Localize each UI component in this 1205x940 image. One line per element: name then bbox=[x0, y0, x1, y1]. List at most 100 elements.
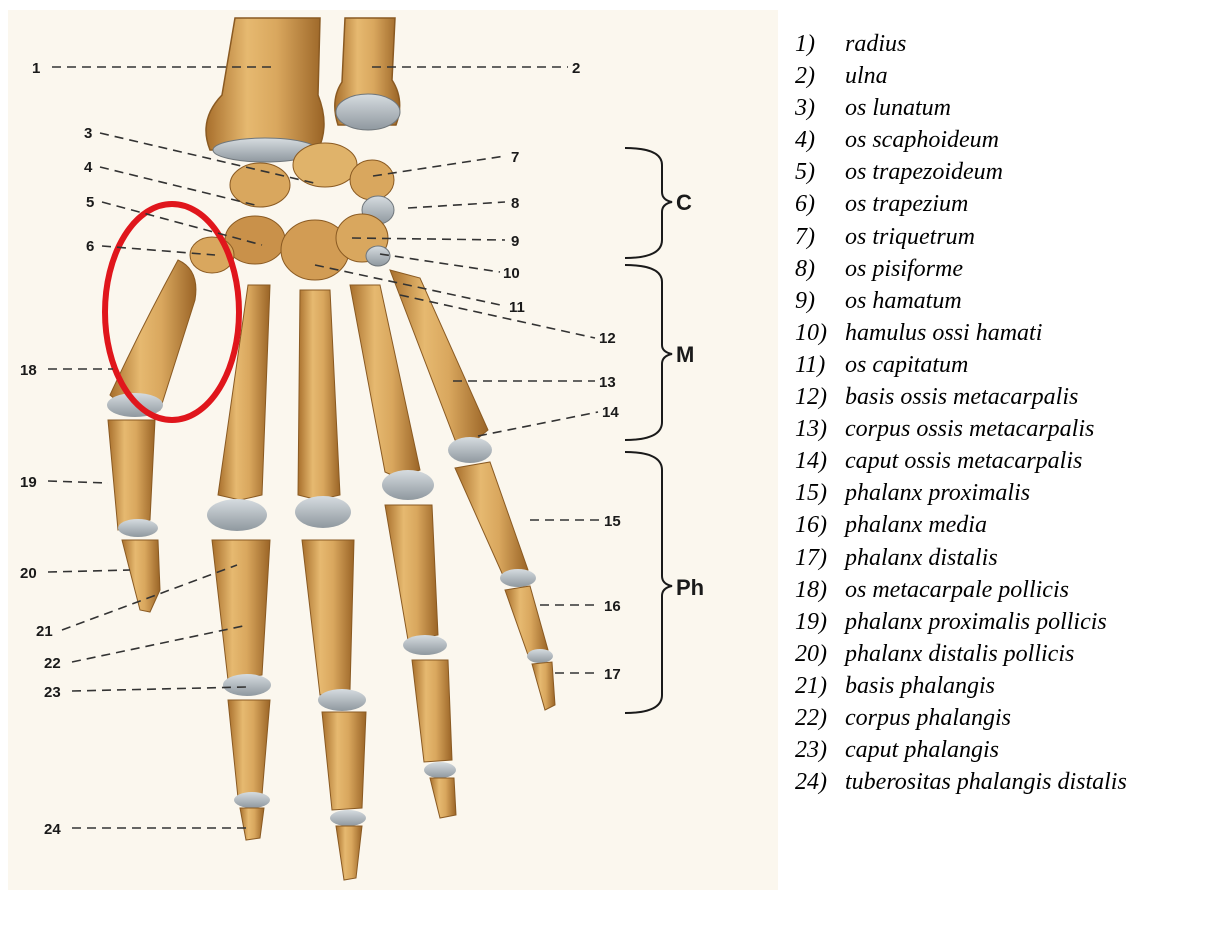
legend-number: 13) bbox=[795, 413, 845, 445]
legend-item: 11)os capitatum bbox=[795, 349, 1200, 381]
callout-13: 13 bbox=[599, 374, 616, 391]
callout-18: 18 bbox=[20, 362, 37, 379]
legend-number: 5) bbox=[795, 156, 845, 188]
ring-dip-cartilage bbox=[424, 762, 456, 778]
legend-text: os capitatum bbox=[845, 349, 1200, 381]
legend-number: 12) bbox=[795, 381, 845, 413]
legend-item: 8)os pisiforme bbox=[795, 253, 1200, 285]
legend-number: 6) bbox=[795, 188, 845, 220]
legend-number: 15) bbox=[795, 477, 845, 509]
legend-text: corpus ossis metacarpalis bbox=[845, 413, 1200, 445]
callout-10: 10 bbox=[503, 265, 520, 282]
index-mcp-cartilage bbox=[207, 499, 267, 531]
legend-item: 21)basis phalangis bbox=[795, 670, 1200, 702]
callout-12: 12 bbox=[599, 330, 616, 347]
callout-1: 1 bbox=[32, 60, 40, 77]
lunate-bone bbox=[293, 143, 357, 187]
middle-pip-cartilage bbox=[318, 689, 366, 711]
thumb-ip-cartilage bbox=[118, 519, 158, 537]
little-mcp-cartilage bbox=[448, 437, 492, 463]
legend-text: phalanx proximalis pollicis bbox=[845, 606, 1200, 638]
legend-item: 22)corpus phalangis bbox=[795, 702, 1200, 734]
little-pip-cartilage bbox=[500, 569, 536, 587]
callout-24: 24 bbox=[44, 821, 61, 838]
legend-text: caput ossis metacarpalis bbox=[845, 445, 1200, 477]
legend-number: 16) bbox=[795, 509, 845, 541]
callout-2: 2 bbox=[572, 60, 580, 77]
legend-number: 20) bbox=[795, 638, 845, 670]
legend-item: 14)caput ossis metacarpalis bbox=[795, 445, 1200, 477]
legend-number: 22) bbox=[795, 702, 845, 734]
legend-number: 17) bbox=[795, 542, 845, 574]
legend-text: os metacarpale pollicis bbox=[845, 574, 1200, 606]
legend-item: 2)ulna bbox=[795, 60, 1200, 92]
legend-number: 3) bbox=[795, 92, 845, 124]
legend-text: phalanx proximalis bbox=[845, 477, 1200, 509]
legend-number: 14) bbox=[795, 445, 845, 477]
legend-number: 1) bbox=[795, 28, 845, 60]
index-pip-cartilage bbox=[223, 674, 271, 696]
callout-11: 11 bbox=[509, 299, 525, 316]
legend-text: os lunatum bbox=[845, 92, 1200, 124]
legend-number: 8) bbox=[795, 253, 845, 285]
legend-number: 7) bbox=[795, 221, 845, 253]
legend-item: 12)basis ossis metacarpalis bbox=[795, 381, 1200, 413]
legend-text: caput phalangis bbox=[845, 734, 1200, 766]
legend-item: 18)os metacarpale pollicis bbox=[795, 574, 1200, 606]
legend-number: 19) bbox=[795, 606, 845, 638]
legend-item: 1)radius bbox=[795, 28, 1200, 60]
legend-item: 3)os lunatum bbox=[795, 92, 1200, 124]
legend-text: radius bbox=[845, 28, 1200, 60]
legend-number: 2) bbox=[795, 60, 845, 92]
ring-mcp-cartilage bbox=[382, 470, 434, 500]
legend-item: 19)phalanx proximalis pollicis bbox=[795, 606, 1200, 638]
legend-text: os triquetrum bbox=[845, 221, 1200, 253]
group-label-c: C bbox=[676, 190, 692, 215]
legend-text: corpus phalangis bbox=[845, 702, 1200, 734]
legend-item: 7)os triquetrum bbox=[795, 221, 1200, 253]
group-label-ph: Ph bbox=[676, 575, 704, 600]
callout-15: 15 bbox=[604, 513, 621, 530]
legend-text: os scaphoideum bbox=[845, 124, 1200, 156]
legend-item: 4)os scaphoideum bbox=[795, 124, 1200, 156]
callout-3: 3 bbox=[84, 125, 92, 142]
legend-text: basis ossis metacarpalis bbox=[845, 381, 1200, 413]
callout-16: 16 bbox=[604, 598, 621, 615]
middle-mcp-cartilage bbox=[295, 496, 351, 528]
legend-text: os trapezium bbox=[845, 188, 1200, 220]
legend-text: basis phalangis bbox=[845, 670, 1200, 702]
legend-number: 24) bbox=[795, 766, 845, 798]
legend-item: 6)os trapezium bbox=[795, 188, 1200, 220]
bone-legend-list: 1)radius 2)ulna 3)os lunatum 4)os scapho… bbox=[795, 28, 1200, 798]
legend-item: 17)phalanx distalis bbox=[795, 542, 1200, 574]
callout-4: 4 bbox=[84, 159, 93, 176]
legend-text: phalanx distalis pollicis bbox=[845, 638, 1200, 670]
legend-item: 20)phalanx distalis pollicis bbox=[795, 638, 1200, 670]
callout-20: 20 bbox=[20, 565, 37, 582]
callout-17: 17 bbox=[604, 666, 621, 683]
callout-19: 19 bbox=[20, 474, 37, 491]
legend-text: tuberositas phalangis distalis bbox=[845, 766, 1145, 798]
legend-number: 18) bbox=[795, 574, 845, 606]
callout-7: 7 bbox=[511, 149, 519, 166]
legend-text: os pisiforme bbox=[845, 253, 1200, 285]
index-dip-cartilage bbox=[234, 792, 270, 808]
legend-number: 21) bbox=[795, 670, 845, 702]
legend-text: os hamatum bbox=[845, 285, 1200, 317]
hand-skeleton-svg: C M Ph bbox=[0, 0, 780, 940]
callout-9: 9 bbox=[511, 233, 519, 250]
callout-23: 23 bbox=[44, 684, 61, 701]
callout-21: 21 bbox=[36, 623, 53, 640]
legend-text: phalanx media bbox=[845, 509, 1200, 541]
legend-item: 16)phalanx media bbox=[795, 509, 1200, 541]
legend-item: 15)phalanx proximalis bbox=[795, 477, 1200, 509]
hamulus-hook bbox=[366, 246, 390, 266]
callout-6: 6 bbox=[86, 238, 94, 255]
hand-skeleton-figure: C M Ph bbox=[0, 0, 780, 940]
legend-text: ulna bbox=[845, 60, 1200, 92]
legend-number: 10) bbox=[795, 317, 845, 349]
callout-8: 8 bbox=[511, 195, 519, 212]
callout-14: 14 bbox=[602, 404, 619, 421]
ulna-head-cartilage bbox=[336, 94, 400, 130]
little-dip-cartilage bbox=[527, 649, 553, 663]
